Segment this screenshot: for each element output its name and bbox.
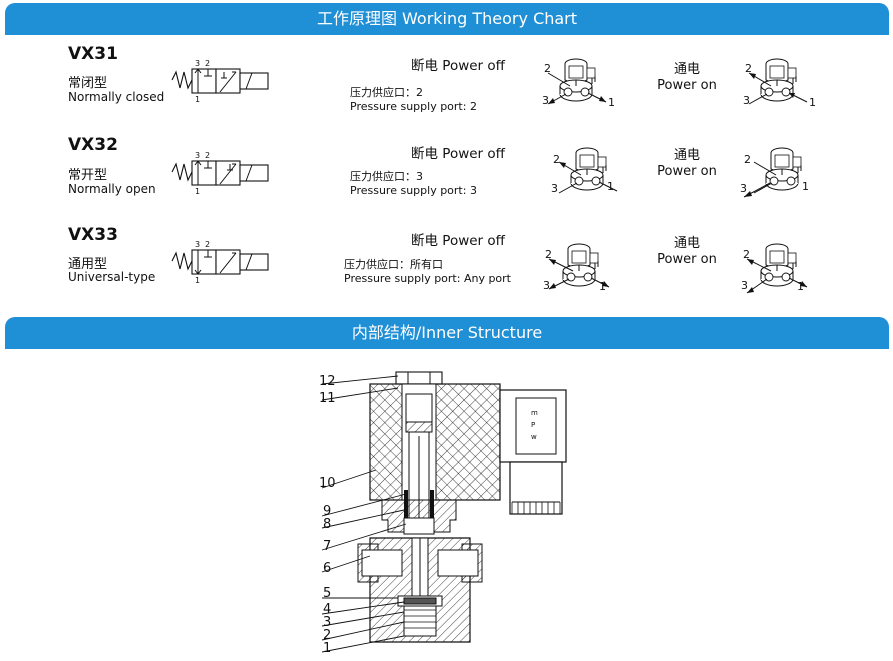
valve-illustrations: 2 3 1 2 3 1 2 3 1 2 3 1 2 3 xyxy=(542,58,816,294)
symbol-port-label: 3 xyxy=(195,151,200,160)
part-label: 9 xyxy=(323,504,331,519)
part-label: 6 xyxy=(323,561,331,576)
port-cn: 压力供应口：3 xyxy=(350,170,423,183)
part-label: 10 xyxy=(319,476,336,491)
type-cn: 常开型 xyxy=(68,168,108,183)
type-en: Universal-type xyxy=(68,270,156,284)
valve-port-label: 3 xyxy=(740,182,747,195)
type-en: Normally closed xyxy=(68,90,165,104)
symbol-port-label: 2 xyxy=(205,151,210,160)
valve-port-label: 1 xyxy=(809,96,816,109)
power-off-label: 断电 Power off xyxy=(411,146,505,162)
power-on-en: Power on xyxy=(657,252,717,267)
working-theory-header: 工作原理图 Working Theory Chart xyxy=(5,3,889,35)
valve-drawing: 2 3 1 xyxy=(740,147,809,198)
valve-port-label: 1 xyxy=(607,180,614,193)
valve-port-label: 1 xyxy=(802,180,809,193)
valve-port-label: 2 xyxy=(553,153,560,166)
valve-port-label: 2 xyxy=(745,62,752,75)
symbol-port-label: 1 xyxy=(195,276,200,285)
power-on-label: 通电 Power on xyxy=(655,62,719,94)
valve-drawing: 2 3 1 xyxy=(743,58,816,109)
port-cn: 压力供应口：所有口 xyxy=(344,258,443,271)
type-cn: 通用型 xyxy=(68,257,108,272)
valve-port-label: 1 xyxy=(797,280,804,293)
valve-port-label: 2 xyxy=(744,153,751,166)
symbol-port-label: 3 xyxy=(195,59,200,68)
svg-text:w: w xyxy=(531,433,537,441)
part-label: 5 xyxy=(323,586,331,601)
power-off-label: 断电 Power off xyxy=(411,233,505,249)
port-en: Pressure supply port: Any port xyxy=(344,272,511,285)
symbol-port-label: 2 xyxy=(205,240,210,249)
valve-port-label: 1 xyxy=(599,280,606,293)
port-en: Pressure supply port: 2 xyxy=(350,100,477,113)
model-name: VX32 xyxy=(68,135,118,155)
svg-text:P: P xyxy=(531,421,535,429)
valve-port-label: 3 xyxy=(542,94,549,107)
model-name: VX31 xyxy=(68,44,118,64)
symbol-port-label: 3 xyxy=(195,240,200,249)
port-cn: 压力供应口：2 xyxy=(350,86,423,99)
valve-symbol: 3 2 1 xyxy=(171,59,269,104)
power-on-cn: 通电 xyxy=(673,236,700,251)
power-on-label: 通电 Power on xyxy=(655,236,719,268)
part-label: 2 xyxy=(323,628,331,643)
power-on-cn: 通电 xyxy=(673,148,700,163)
symbol-port-label: 2 xyxy=(205,59,210,68)
port-en: Pressure supply port: 3 xyxy=(350,184,477,197)
part-label: 7 xyxy=(323,539,331,554)
inner-structure-title: 内部结构/Inner Structure xyxy=(351,323,543,342)
part-label: 3 xyxy=(323,615,331,630)
valve-drawing: 2 3 1 xyxy=(543,243,610,293)
power-on-label: 通电 Power on xyxy=(655,148,719,180)
part-label: 1 xyxy=(323,641,331,656)
svg-text:m: m xyxy=(531,409,538,417)
valve-port-label: 3 xyxy=(551,182,558,195)
valve-symbol: 3 2 1 xyxy=(171,151,269,196)
valve-symbol: 3 2 1 xyxy=(171,240,269,285)
valve-port-label: 3 xyxy=(741,279,748,292)
valve-port-label: 3 xyxy=(743,94,750,107)
part-label: 12 xyxy=(319,374,336,389)
valve-drawing: 2 3 1 xyxy=(741,243,808,294)
power-on-cn: 通电 xyxy=(673,62,700,77)
part-label: 11 xyxy=(319,391,336,406)
symbol-port-label: 1 xyxy=(195,187,200,196)
valve-port-label: 2 xyxy=(544,62,551,75)
valve-port-label: 1 xyxy=(608,96,615,109)
valve-port-label: 2 xyxy=(743,248,750,261)
part-label: 8 xyxy=(323,517,331,532)
type-en: Normally open xyxy=(68,182,156,196)
inner-structure-header: 内部结构/Inner Structure xyxy=(5,317,889,349)
part-label: 4 xyxy=(323,602,331,617)
power-on-en: Power on xyxy=(657,164,717,179)
power-on-en: Power on xyxy=(657,78,717,93)
type-cn: 常闭型 xyxy=(68,76,108,91)
inner-structure-drawing: m P w 12 xyxy=(319,371,567,656)
working-theory-title: 工作原理图 Working Theory Chart xyxy=(316,9,578,28)
model-name: VX33 xyxy=(68,225,118,245)
symbol-port-label: 1 xyxy=(195,95,200,104)
valve-port-label: 3 xyxy=(543,279,550,292)
valve-drawing: 2 3 1 xyxy=(551,147,618,195)
power-off-label: 断电 Power off xyxy=(411,58,505,74)
valve-drawing: 2 3 1 xyxy=(542,58,615,109)
valve-port-label: 2 xyxy=(545,248,552,261)
